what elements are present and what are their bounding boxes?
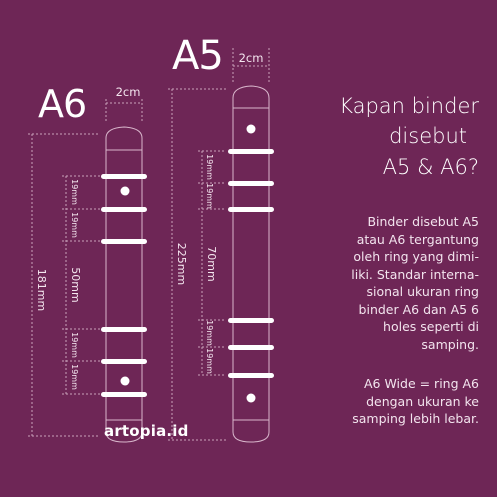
a5-ring: [228, 345, 274, 350]
a5-spacing-label: 70mm: [205, 246, 218, 281]
description-line: holes seperti di: [383, 319, 479, 334]
title-line: disebut: [389, 124, 467, 148]
a6-spacing-label: 19mm: [70, 212, 79, 238]
a5-ring: [228, 181, 274, 186]
a6-spacing-label: 19mm: [70, 332, 79, 358]
a5-ring: [228, 318, 274, 323]
description-line: Binder disebut A5: [367, 214, 479, 229]
a6-rings: [101, 174, 147, 397]
description-line: liki. Standar interna-: [351, 266, 479, 282]
a5-ring: [228, 149, 274, 154]
a6-spacing-label: 19mm: [70, 364, 79, 390]
a5-hole: [246, 393, 256, 403]
title-line: A5 & A6?: [382, 155, 479, 179]
description-line: atau A6 tergantung: [356, 231, 479, 247]
a6-ring: [101, 174, 147, 179]
a6-spacing-label: 50mm: [69, 267, 82, 302]
description-line: sional ukuran ring: [366, 284, 479, 299]
a5-ring: [228, 207, 274, 212]
description-line: samping.: [421, 336, 479, 352]
a5-spacing-label: 19mm: [205, 320, 214, 346]
a6-width-label: 2cm: [116, 85, 141, 99]
a6-ring: [101, 239, 147, 244]
a5-width-label: 2cm: [239, 51, 264, 65]
description-line: oleh ring yang dimi-: [353, 249, 479, 264]
a6-ring: [101, 392, 147, 397]
wide-note: A6 Wide = ring A6 dengan ukuran ke sampi…: [352, 375, 479, 428]
a6-ring: [101, 327, 147, 332]
a6-spacing-label: 19mm: [70, 179, 79, 205]
a6-ring: [101, 359, 147, 364]
a5-spacing-label: 19mm: [205, 183, 214, 209]
a5-spacing-label: 19mm: [205, 154, 214, 180]
a5-rings: [228, 124, 274, 403]
title-line: Kapan binder: [339, 94, 479, 118]
a5-strip-outline: [232, 85, 270, 443]
a6-height-label: 181mm: [35, 269, 48, 311]
note-line: samping lebih lebar.: [352, 411, 479, 426]
description-line: binder A6 dan A5 6: [358, 301, 479, 317]
brand-logo-text: artopia.id: [104, 422, 189, 440]
a6-size-label: A6: [38, 82, 87, 126]
a6-strip-outline: [105, 126, 143, 443]
note-line: A6 Wide = ring A6: [363, 376, 479, 391]
note-line: dengan ukuran ke: [366, 393, 479, 409]
a6-hole: [120, 376, 130, 386]
a5-hole: [246, 124, 256, 134]
a5-spacing-label: 19mm: [205, 348, 214, 374]
a6-ring: [101, 207, 147, 212]
a5-size-label: A5: [172, 33, 224, 79]
a6-hole: [120, 186, 130, 196]
a5-ring: [228, 373, 274, 378]
a5-height-label: 225mm: [175, 243, 188, 285]
description: Binder disebut A5 atau A6 tergantung ole…: [351, 213, 479, 353]
